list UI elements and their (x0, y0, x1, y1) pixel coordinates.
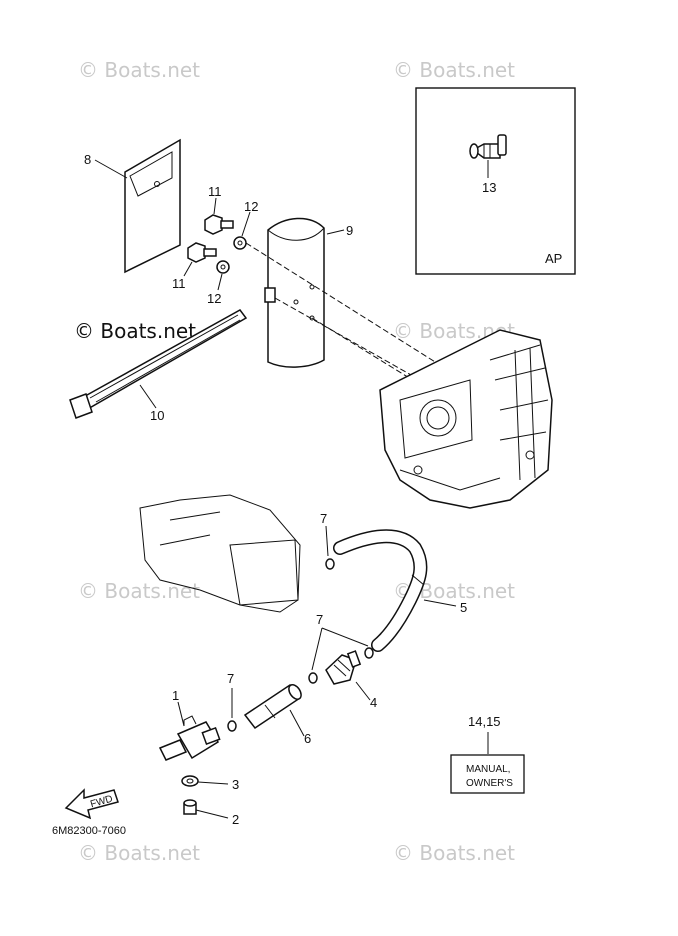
bolt-11-upper (204, 214, 234, 235)
watermark: © Boats.net (78, 58, 200, 82)
washer-12-upper (233, 236, 247, 250)
washer-12-lower (216, 260, 230, 274)
callout-11b: 11 (172, 276, 186, 291)
engine-ghost-outline (139, 494, 301, 613)
plate-8 (124, 138, 181, 274)
callout-3: 3 (232, 777, 239, 792)
watermark: © Boats.net (74, 319, 196, 343)
cable-tie-10 (69, 309, 248, 419)
engine-block (379, 329, 553, 509)
callout-7a: 7 (320, 511, 327, 526)
callout-12b: 12 (207, 291, 221, 306)
owners-manual-box: MANUAL, OWNER'S (450, 754, 525, 794)
alignment-line (245, 242, 441, 366)
callout-2: 2 (232, 812, 239, 827)
callout-13: 13 (482, 180, 496, 195)
callout-7b: 7 (316, 612, 323, 627)
clip-7-upper (325, 558, 335, 570)
watermark: © Boats.net (78, 579, 200, 603)
callout-1: 1 (172, 688, 179, 703)
manual-line-2: OWNER'S (466, 778, 513, 789)
inset-label: AP (545, 251, 562, 266)
callout-5: 5 (460, 600, 467, 615)
pipe-6 (243, 683, 302, 730)
fwd-arrow-icon: FWD (64, 788, 119, 820)
callout-6: 6 (304, 731, 311, 746)
bolt-11-lower (187, 242, 217, 263)
callout-9: 9 (346, 223, 353, 238)
callout-12a: 12 (244, 199, 258, 214)
watermark: © Boats.net (393, 58, 515, 82)
cover-9 (264, 217, 325, 368)
hose-5 (333, 529, 428, 652)
clip-7-lower (227, 720, 237, 732)
fitting-13 (469, 134, 507, 159)
connector-4 (325, 650, 362, 685)
callout-7c: 7 (227, 671, 234, 686)
callout-14-15: 14,15 (468, 714, 501, 729)
fuel-joint-1 (158, 715, 221, 761)
diagram-code: 6M82300-7060 (52, 825, 126, 837)
clip-7-middle-a (308, 672, 318, 684)
callout-11a: 11 (208, 184, 222, 199)
callout-10: 10 (150, 408, 164, 423)
manual-line-1: MANUAL, (466, 764, 510, 775)
watermark: © Boats.net (393, 841, 515, 865)
inset-box: AP 13 (415, 87, 576, 275)
callout-4: 4 (370, 695, 377, 710)
screw-2 (183, 799, 197, 815)
callout-8: 8 (84, 152, 91, 167)
clip-7-middle-b (364, 647, 374, 659)
washer-3 (181, 775, 199, 787)
watermark: © Boats.net (78, 841, 200, 865)
alignment-line (274, 297, 421, 381)
